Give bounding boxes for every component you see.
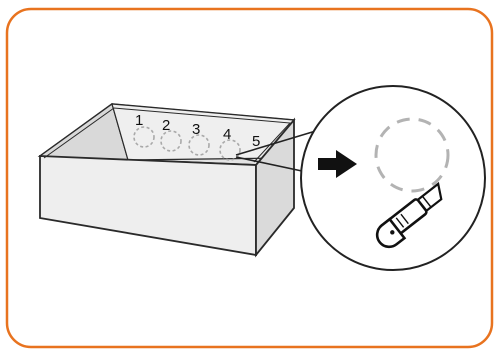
marker-number-4: 4 bbox=[223, 126, 231, 143]
magnified-detail bbox=[301, 86, 485, 270]
marker-number-2: 2 bbox=[162, 117, 170, 134]
marker-number-3: 3 bbox=[192, 121, 200, 138]
marker-number-1: 1 bbox=[135, 112, 143, 129]
